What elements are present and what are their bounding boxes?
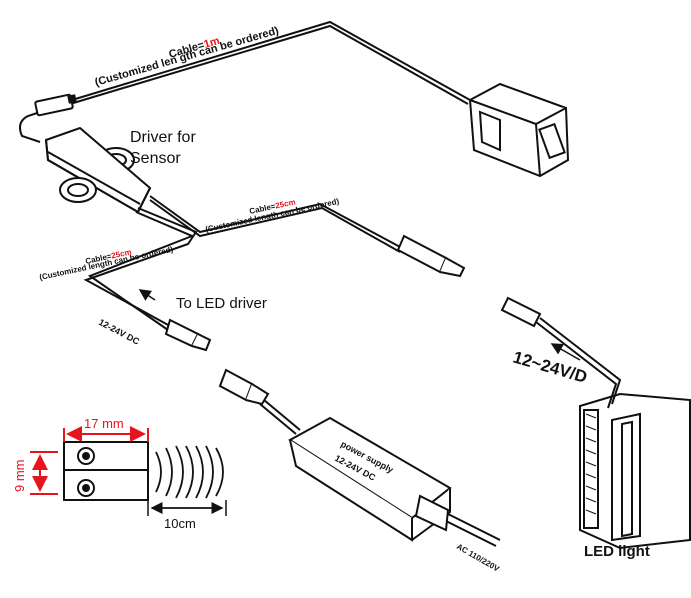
led-light-cable xyxy=(535,317,622,409)
cable-25cm-right xyxy=(149,195,403,253)
led-female-plug xyxy=(500,296,542,328)
width-dimension-label: 17 mm xyxy=(84,416,124,431)
led-light-label: LED light xyxy=(584,543,650,560)
power-supply-dc-plug xyxy=(218,368,270,406)
dc-plug-left xyxy=(164,318,212,352)
cable-1m-length: 1m xyxy=(203,35,222,51)
sensor-head xyxy=(468,82,570,178)
driver-label-line2: Sensor xyxy=(130,150,181,167)
dc-voltage-label-left: 12-24V DC xyxy=(97,317,141,347)
detection-waves xyxy=(155,445,224,499)
cable-mid-length: 25cm xyxy=(274,197,296,210)
sensor-dimension-view xyxy=(63,441,149,501)
to-led-driver-label: To LED driver xyxy=(176,295,267,312)
led-light-profile xyxy=(579,392,691,550)
sensor-driver-box xyxy=(44,126,152,214)
power-supply-box xyxy=(288,416,452,542)
range-dimension-line xyxy=(147,500,227,516)
dc-plug-right xyxy=(396,234,466,278)
inline-connector xyxy=(34,93,77,117)
cable-25cm-left xyxy=(83,207,198,331)
led-direction-arrow xyxy=(550,343,581,361)
ac-voltage-label: AC 110/220V xyxy=(455,542,501,574)
driver-label-line1: Driver for xyxy=(130,129,196,146)
dc-direction-arrow xyxy=(138,289,156,301)
cable-1m xyxy=(19,20,471,143)
range-dimension-label: 10cm xyxy=(164,516,196,531)
cable-left-length: 25cm xyxy=(110,247,132,260)
cable-1m-note: (Customized len gth can be ordered) xyxy=(94,25,281,89)
cable-left-note: (Customized length can be ordered) xyxy=(39,245,175,282)
dimension-lines-red xyxy=(30,426,149,495)
height-dimension-label: 9 mm xyxy=(12,460,27,493)
